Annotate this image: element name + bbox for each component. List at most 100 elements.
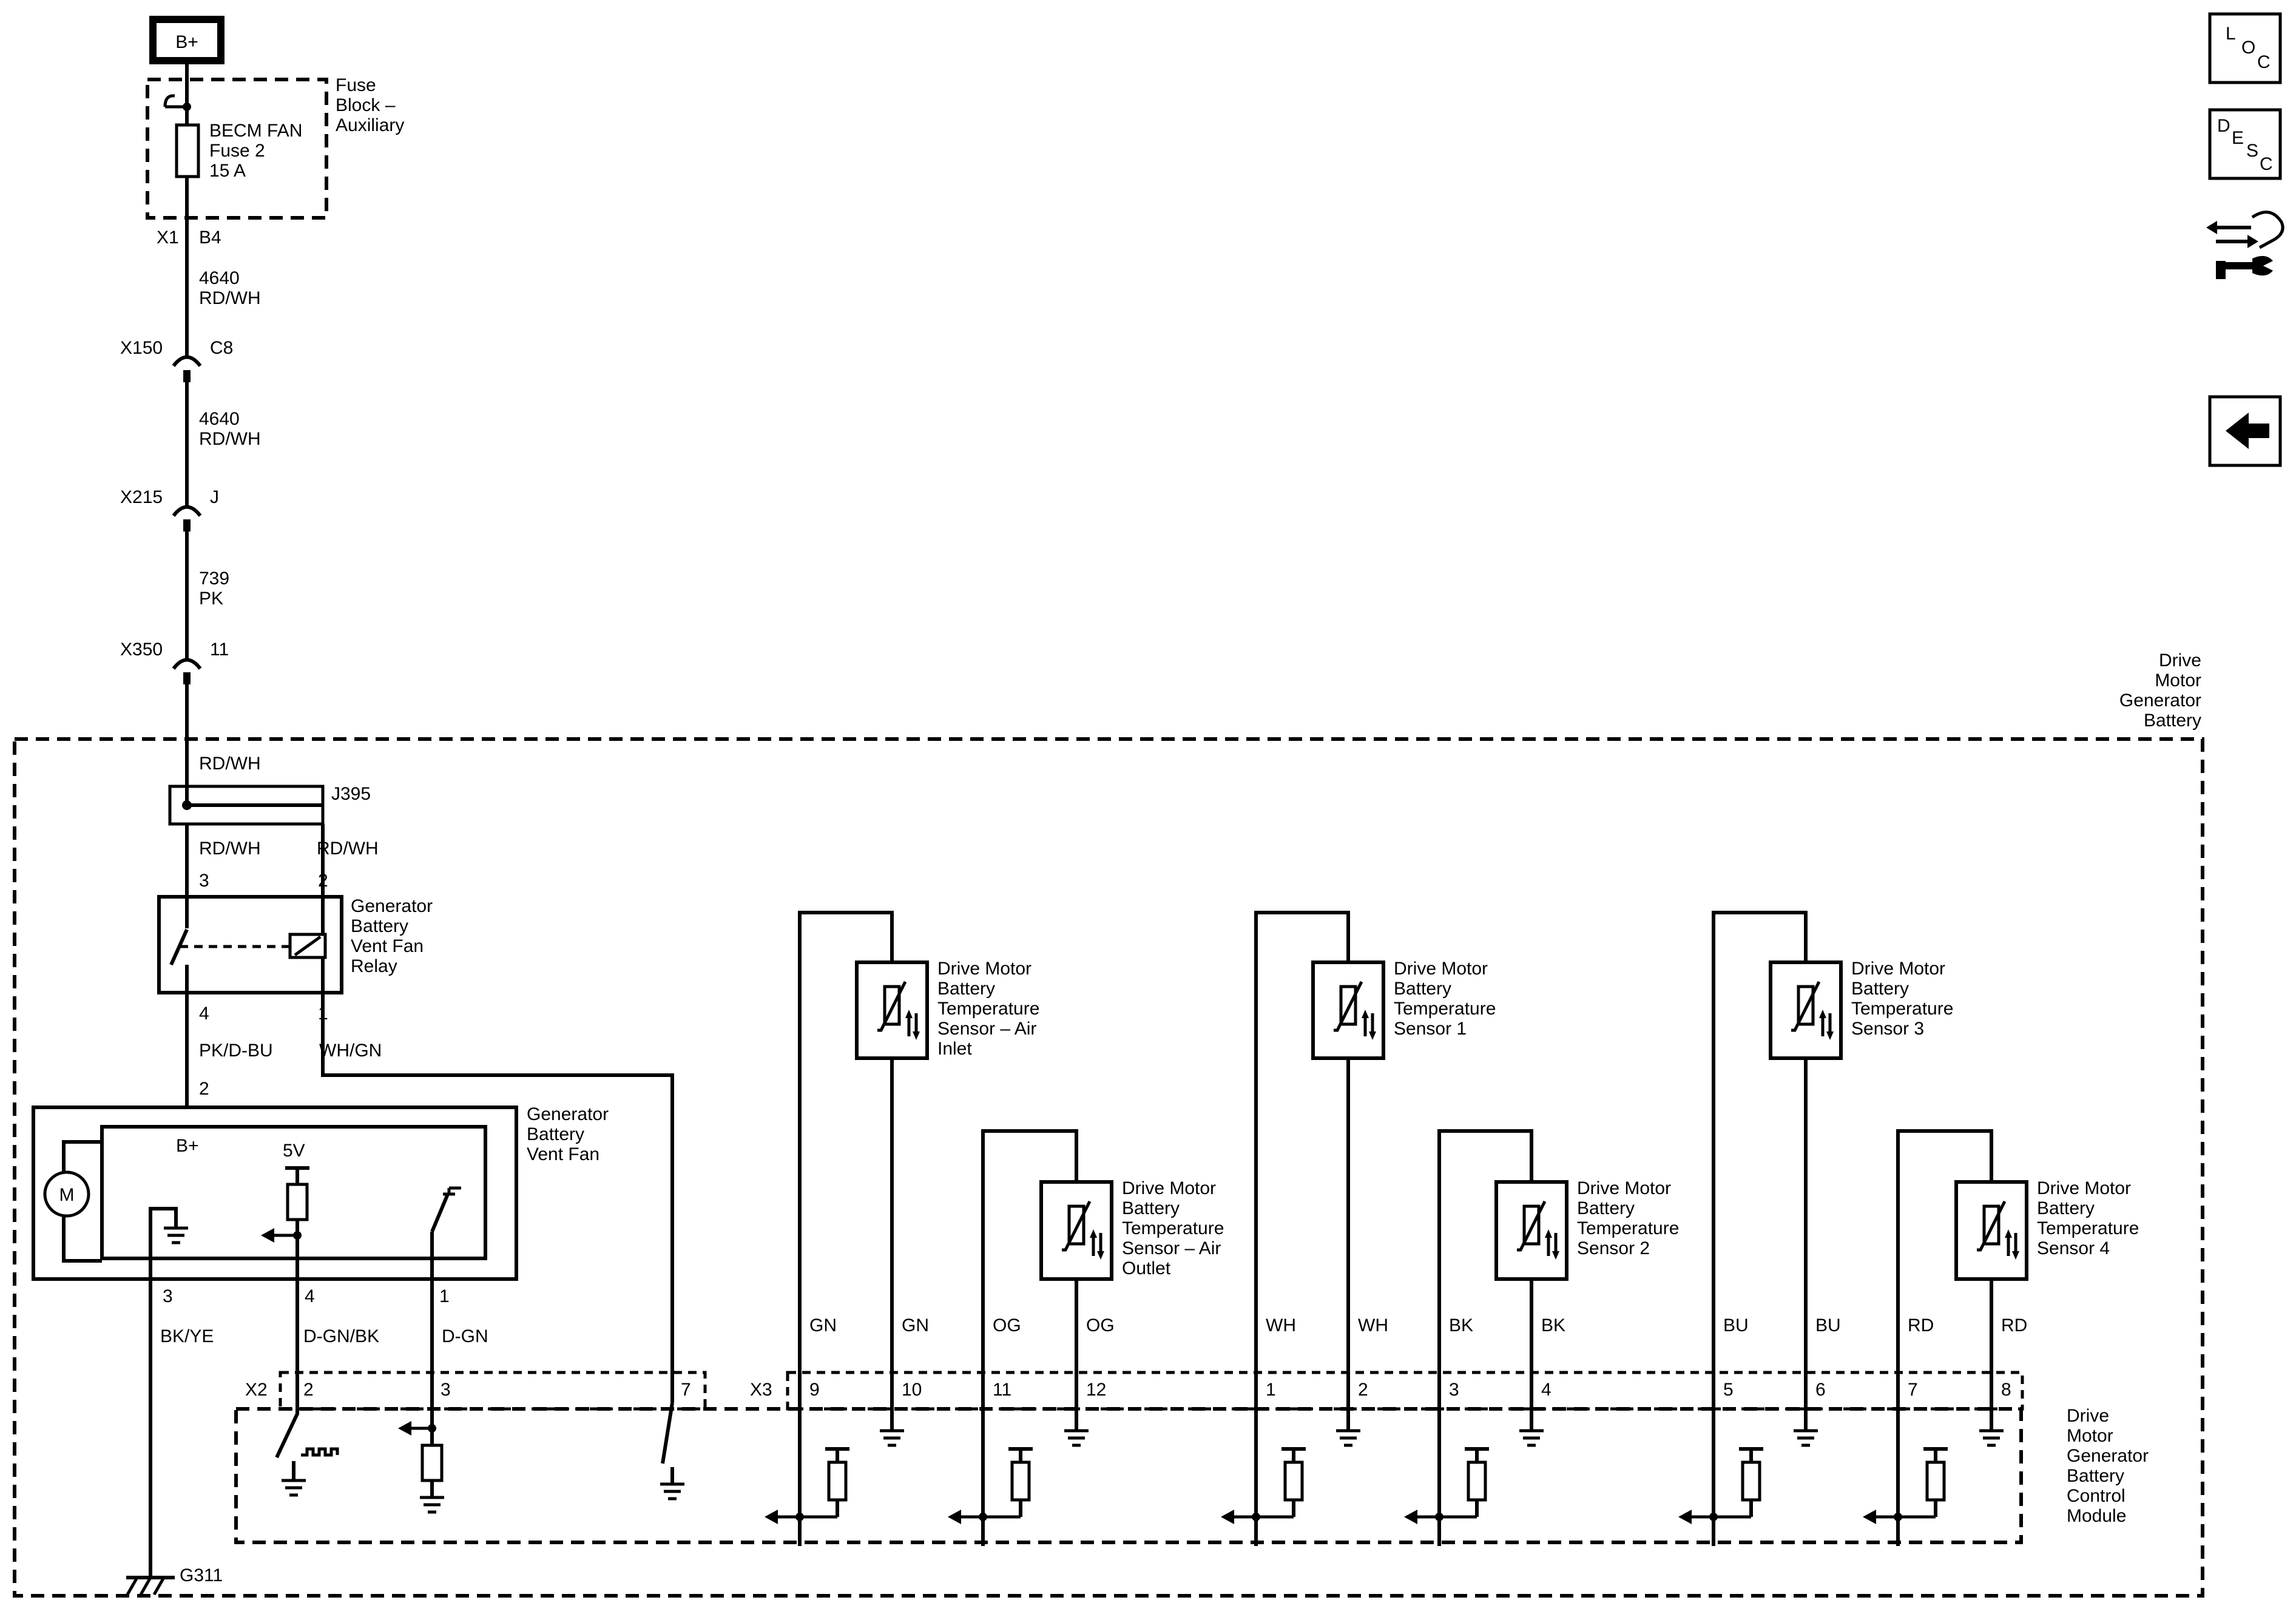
fan-label: Generator Battery Vent Fan	[527, 1104, 609, 1164]
sensor-label-line: Drive Motor	[1122, 1178, 1216, 1198]
fuse-block-label-3: Auxiliary	[336, 115, 404, 135]
vent-fan-relay	[157, 895, 343, 994]
back-arrow-icon	[2226, 413, 2269, 449]
connector-x215-label: X215	[120, 487, 163, 507]
relay-out-b-color: WH/GN	[319, 1041, 382, 1061]
loc-letter-o: O	[2241, 38, 2255, 58]
bplus-label: B+	[175, 32, 198, 52]
control-module-outline	[234, 1407, 2023, 1544]
motor-symbol	[43, 1170, 90, 1218]
sensor-label-line: Temperature	[937, 999, 1039, 1019]
splice-label: J395	[331, 784, 371, 804]
connector-x3-label: X3	[750, 1380, 772, 1400]
connector-x1-pin: B4	[199, 228, 221, 248]
sensor-wire-color: OG	[1086, 1315, 1115, 1335]
wire-2-color: RD/WH	[199, 429, 261, 449]
connector-x3-outline	[786, 1371, 2024, 1411]
sensor-label-line: Sensor 3	[1851, 1019, 1924, 1039]
relay-out-a-color: PK/D-BU	[199, 1041, 273, 1061]
connector-x2-outline	[279, 1371, 707, 1411]
fuse-block-label-1: Fuse	[336, 75, 376, 95]
control-module-label: Drive Motor Generator Battery Control Mo…	[2067, 1406, 2149, 1526]
sensor-label-line: Battery	[1851, 979, 1909, 999]
svg-text:Drive: Drive	[2159, 650, 2201, 670]
x3-pin: 9	[809, 1380, 820, 1400]
svg-text:7: 7	[681, 1380, 691, 1400]
sensor-label-line: Temperature	[1577, 1218, 1679, 1238]
sensor-label-line: Sensor – Air	[1122, 1238, 1221, 1258]
sensor-label-line: Sensor 2	[1577, 1238, 1650, 1258]
sensor-wire-color: BU	[1723, 1315, 1749, 1335]
wire-1-color: RD/WH	[199, 288, 261, 308]
x3-pin: 5	[1723, 1380, 1734, 1400]
description-button[interactable]: D E S C	[2208, 108, 2282, 180]
fan-5v-label: 5V	[283, 1141, 305, 1161]
fuse-block-auxiliary: Fuse Block – Auxiliary	[146, 75, 404, 220]
svg-text:Module: Module	[2067, 1506, 2126, 1526]
vent-fan: M B+ 5V	[32, 1106, 518, 1281]
sensor-wire-color: GN	[902, 1315, 929, 1335]
relay-pin-4: 4	[199, 1004, 209, 1024]
fuse-label-1: BECM FAN	[209, 121, 302, 141]
connector-x150-pin: C8	[210, 338, 233, 358]
sensor-label-line: Drive Motor	[2037, 1178, 2131, 1198]
battery-pack-label: Drive Motor Generator Battery	[2119, 650, 2201, 731]
connector-x215	[172, 505, 202, 532]
fan-pin-4: 4	[305, 1286, 315, 1306]
x3-pin: 7	[1908, 1380, 1918, 1400]
svg-text:Vent Fan: Vent Fan	[527, 1144, 599, 1164]
connector-x350-label: X350	[120, 640, 163, 660]
sensor-wire-color: BK	[1541, 1315, 1565, 1335]
connector-x1-label: X1	[157, 228, 179, 248]
wire-4-color: RD/WH	[199, 754, 261, 774]
splice-out-a-color: RD/WH	[199, 839, 261, 859]
sensor-label-line: Sensor 1	[1394, 1019, 1467, 1039]
connector-x350	[172, 658, 202, 684]
sensor-wire-color: RD	[2001, 1315, 2027, 1335]
fan-pin-3: 3	[163, 1286, 173, 1306]
svg-text:Generator: Generator	[2119, 690, 2201, 711]
ground-g311: G311	[126, 1565, 223, 1596]
fan-pin-2: 2	[199, 1079, 209, 1099]
loc-letter-l: L	[2226, 24, 2236, 44]
desc-letter-s: S	[2246, 141, 2258, 161]
x3-pin: 1	[1266, 1380, 1276, 1400]
svg-text:Battery: Battery	[527, 1124, 584, 1144]
sensor-wire-color: RD	[1908, 1315, 1934, 1335]
fan-wire-4-color: D-GN/BK	[303, 1326, 379, 1346]
x3-pin: 10	[902, 1380, 922, 1400]
desc-letter-c: C	[2260, 154, 2273, 174]
x3-pin: 3	[1449, 1380, 1459, 1400]
sensor-label-line: Battery	[1394, 979, 1451, 999]
sensor-label-line: Battery	[2037, 1198, 2095, 1218]
sensor-label-line: Drive Motor	[1577, 1178, 1671, 1198]
svg-text:Relay: Relay	[351, 956, 397, 976]
sensor-wire-color: OG	[993, 1315, 1021, 1335]
back-arrow-button[interactable]	[2208, 395, 2282, 467]
fan-bplus-label: B+	[176, 1136, 199, 1156]
sensor-wire-color: GN	[809, 1315, 837, 1335]
sensor-label-line: Sensor – Air	[937, 1019, 1036, 1039]
sensor-wire-color: BU	[1815, 1315, 1841, 1335]
sensor-label-line: Temperature	[1394, 999, 1496, 1019]
sensor-label-line: Battery	[1122, 1198, 1180, 1218]
sensor-label-line: Inlet	[937, 1039, 972, 1059]
fuse-block-label-2: Block –	[336, 95, 396, 115]
svg-text:Battery: Battery	[2144, 711, 2201, 731]
svg-text:Generator: Generator	[527, 1104, 609, 1124]
location-button[interactable]: L O C	[2208, 12, 2282, 84]
fuse-label-2: Fuse 2	[209, 141, 265, 161]
battery-positive-terminal: B+	[149, 16, 225, 64]
fuse-label-3: 15 A	[209, 161, 246, 181]
connector-repair-icon[interactable]	[2206, 200, 2286, 279]
connector-x2-label: X2	[245, 1380, 268, 1400]
svg-text:Generator: Generator	[2067, 1446, 2149, 1466]
svg-text:Battery: Battery	[351, 916, 408, 936]
x3-pin: 6	[1815, 1380, 1826, 1400]
sensor-label-line: Temperature	[1851, 999, 1953, 1019]
connector-x150-label: X150	[120, 338, 163, 358]
sensor-label-line: Drive Motor	[1394, 959, 1488, 979]
fuse-symbol	[175, 123, 200, 178]
